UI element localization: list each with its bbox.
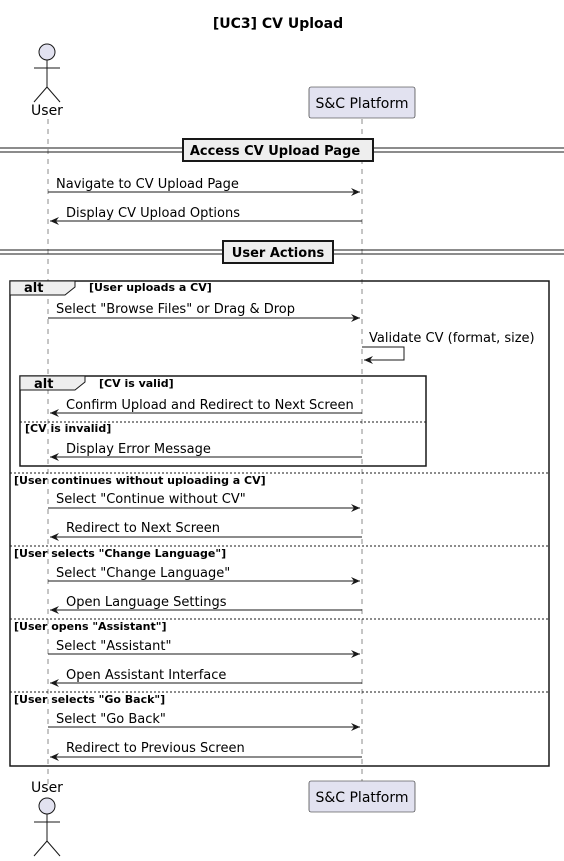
user-label-bottom: User <box>31 780 63 796</box>
message-arrow-4 <box>362 346 405 364</box>
diagram-title: [UC3] CV Upload <box>213 16 343 32</box>
platform-box-top <box>308 86 416 119</box>
else-assistant-guard: [User opens "Assistant"] <box>14 620 167 633</box>
user-label-top: User <box>31 103 63 119</box>
inner-alt-tab <box>19 375 86 391</box>
else-language-guard: [User selects "Change Language"] <box>14 547 226 560</box>
outer-alt-fragment <box>9 280 550 767</box>
message-8: Redirect to Next Screen <box>66 521 220 536</box>
platform-box-bottom <box>308 780 416 813</box>
platform-label-top: S&C Platform <box>315 96 408 112</box>
message-3: Select "Browse Files" or Drag & Drop <box>56 302 295 317</box>
platform-label-bottom: S&C Platform <box>315 790 408 806</box>
message-14: Redirect to Previous Screen <box>66 741 245 756</box>
message-2: Display CV Upload Options <box>66 206 240 221</box>
message-9: Select "Change Language" <box>56 566 230 581</box>
outer-alt-tab <box>9 280 76 296</box>
message-12: Open Assistant Interface <box>66 668 226 683</box>
else-continue-guard: [User continues without uploading a CV] <box>14 474 266 487</box>
inner-alt-operator: alt <box>34 377 53 392</box>
user-actor-top <box>33 43 61 103</box>
message-1: Navigate to CV Upload Page <box>56 177 239 192</box>
message-4: Validate CV (format, size) <box>369 331 535 346</box>
message-10: Open Language Settings <box>66 595 227 610</box>
inner-alt-fragment <box>19 375 427 467</box>
divider-actions <box>0 240 564 264</box>
divider-actions-label: User Actions <box>232 246 325 261</box>
message-7: Select "Continue without CV" <box>56 492 246 507</box>
divider-access <box>0 138 564 162</box>
message-11: Select "Assistant" <box>56 639 171 654</box>
message-13: Select "Go Back" <box>56 712 166 727</box>
divider-access-label: Access CV Upload Page <box>190 144 361 159</box>
user-actor-bottom <box>33 797 61 857</box>
else-back-guard: [User selects "Go Back"] <box>14 693 165 706</box>
outer-alt-guard: [User uploads a CV] <box>89 281 212 294</box>
inner-else-guard: [CV is invalid] <box>25 422 111 435</box>
message-6: Display Error Message <box>66 442 211 457</box>
outer-alt-operator: alt <box>24 281 43 296</box>
inner-alt-guard: [CV is valid] <box>99 377 174 390</box>
message-5: Confirm Upload and Redirect to Next Scre… <box>66 398 354 413</box>
